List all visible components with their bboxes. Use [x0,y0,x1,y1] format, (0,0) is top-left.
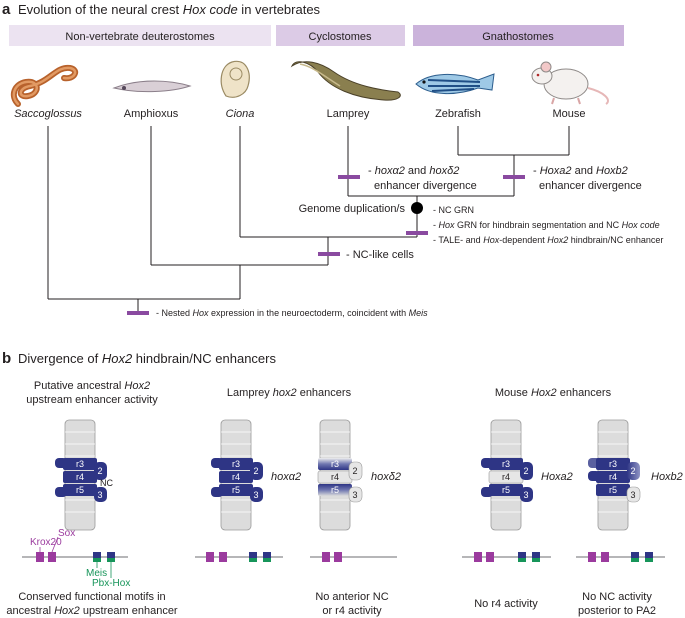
arch-3: 3 [97,490,102,500]
motif-label-krox20: Krox20 [30,537,62,548]
motif-label-pbx-hox: Pbx-Hox [92,578,130,589]
zebrafish-illustration [415,73,495,95]
ancestral-header-line1: Putative ancestral Hox2 [34,380,150,392]
group-label-cyclostomes: Cyclostomes [309,31,372,43]
panel-b-title: Divergence of Hox2 hindbrain/NC enhancer… [18,351,276,366]
amphioxus-illustration [112,80,192,93]
arch-3: 3 [253,490,258,500]
rhombomere-r3: r3 [609,459,617,469]
taxon-label-saccoglossus: Saccoglossus [14,108,82,120]
rhombomere-r4: r4 [76,472,84,482]
note-tale: - TALE- and Hox-dependent Hox2 hindbrain… [433,235,663,245]
nc-label: NC [100,478,113,488]
branch-mark-gnathostomes [503,175,525,179]
caption-ancestral-line1: Conserved functional motifs in [18,591,165,603]
note-lamprey-line2: enhancer divergence [374,180,477,192]
group-label-non-vertebrate: Non-vertebrate deuterostomes [65,31,215,43]
branch-mark-olfactores [318,252,340,256]
arch-3: 3 [630,490,635,500]
hindbrain-lamprey-hoxd2: r3 r4 r5 2 3 hoxδ2 [317,419,401,531]
motif-track-lamprey-hoxa2 [195,552,283,562]
rhombomere-r3: r3 [76,459,84,469]
taxon-label-mouse: Mouse [552,108,585,120]
gene-label-hoxd2-lamprey: hoxδ2 [371,471,401,483]
genome-duplication-marker [411,202,423,214]
motif-track-lamprey-hoxd2 [310,552,397,562]
saccoglossus-illustration [10,64,79,107]
rhombomere-r5: r5 [502,485,510,495]
gene-label-hoxa2-mouse: Hoxa2 [541,471,573,483]
caption-ancestral-line2: ancestral Hox2 upstream enhancer [6,605,178,617]
gene-label-hoxa2-lamprey: hoxα2 [271,471,301,483]
group-label-gnathostomes: Gnathostomes [482,31,554,43]
caption-mouse-hoxa2: No r4 activity [474,598,538,610]
note-nested-hox: - Nested Hox expression in the neuroecto… [156,308,428,318]
taxon-label-zebrafish: Zebrafish [435,108,481,120]
branch-mark-vertebrates [406,231,428,235]
motif-track-ancestral: Krox20 Sox Meis Pbx-Hox [22,528,130,589]
caption-lamprey-line1: No anterior NC [315,591,388,603]
rhombomere-r5: r5 [76,485,84,495]
note-gnath-line2: enhancer divergence [539,180,642,192]
hindbrain-mouse-hoxb2: r3 r4 r5 2 3 Hoxb2 [588,419,683,531]
hindbrain-lamprey-hoxa2: r3 r4 r5 2 3 hoxα2 [211,419,301,531]
arch-2: 2 [97,466,102,476]
lamprey-illustration [290,61,401,101]
note-gnath-line1: - Hoxa2 and Hoxb2 [533,165,628,177]
rhombomere-r4: r4 [609,472,617,482]
panel-b-letter: b [2,350,11,367]
arch-3: 3 [523,490,528,500]
caption-mouse-hoxb2-line2: posterior to PA2 [578,605,656,617]
motif-label-sox: Sox [58,528,75,539]
panel-a-letter: a [2,1,11,18]
arch-2: 2 [523,466,528,476]
arch-2: 2 [352,466,357,476]
note-genome-duplication: Genome duplication/s [299,203,406,215]
ciona-illustration [220,60,250,98]
lamprey-enhancers-header: Lamprey hox2 enhancers [227,387,352,399]
group-band-gnathostomes [413,25,624,46]
hindbrain-mouse-hoxa2: r3 r4 r5 2 3 Hoxa2 [481,419,573,531]
note-hox-grn: - Hox GRN for hindbrain segmentation and… [433,220,660,230]
mouse-illustration [531,61,609,105]
note-lamprey-line1: - hoxα2 and hoxδ2 [368,165,459,177]
rhombomere-r5: r5 [232,485,240,495]
taxon-label-ciona: Ciona [226,108,255,120]
rhombomere-r3: r3 [232,459,240,469]
group-band-non-vertebrate [9,25,271,46]
group-band-cyclostomes [276,25,405,46]
caption-mouse-hoxb2-line1: No NC activity [582,591,652,603]
arch-2: 2 [630,466,635,476]
arch-2: 2 [253,466,258,476]
gene-label-hoxb2-mouse: Hoxb2 [651,471,683,483]
rhombomere-r5: r5 [609,485,617,495]
taxon-label-lamprey: Lamprey [327,108,370,120]
panel-a-title: Evolution of the neural crest Hox code i… [18,2,321,17]
branch-mark-lamprey [338,175,360,179]
caption-lamprey-line2: or r4 activity [322,605,382,617]
note-nc-like: - NC-like cells [346,249,414,261]
motif-track-mouse-hoxb2 [576,552,665,562]
rhombomere-r4: r4 [232,472,240,482]
branch-marks [127,175,525,315]
rhombomere-r3: r3 [502,459,510,469]
arch-3: 3 [352,490,357,500]
motif-track-mouse-hoxa2 [462,552,551,562]
rhombomere-r5: r5 [331,485,339,495]
mouse-enhancers-header: Mouse Hox2 enhancers [495,387,612,399]
ancestral-header-line2: upstream enhancer activity [26,394,158,406]
branch-mark-deuterostomes [127,311,149,315]
motif-label-meis: Meis [86,568,107,579]
note-nc-grn: - NC GRN [433,205,474,215]
rhombomere-r4: r4 [502,472,510,482]
rhombomere-r3: r3 [331,459,339,469]
hindbrain-ancestral: r3 r4 r5 2 3 NC [55,419,113,531]
rhombomere-r4: r4 [331,472,339,482]
taxon-label-amphioxus: Amphioxus [124,108,179,120]
